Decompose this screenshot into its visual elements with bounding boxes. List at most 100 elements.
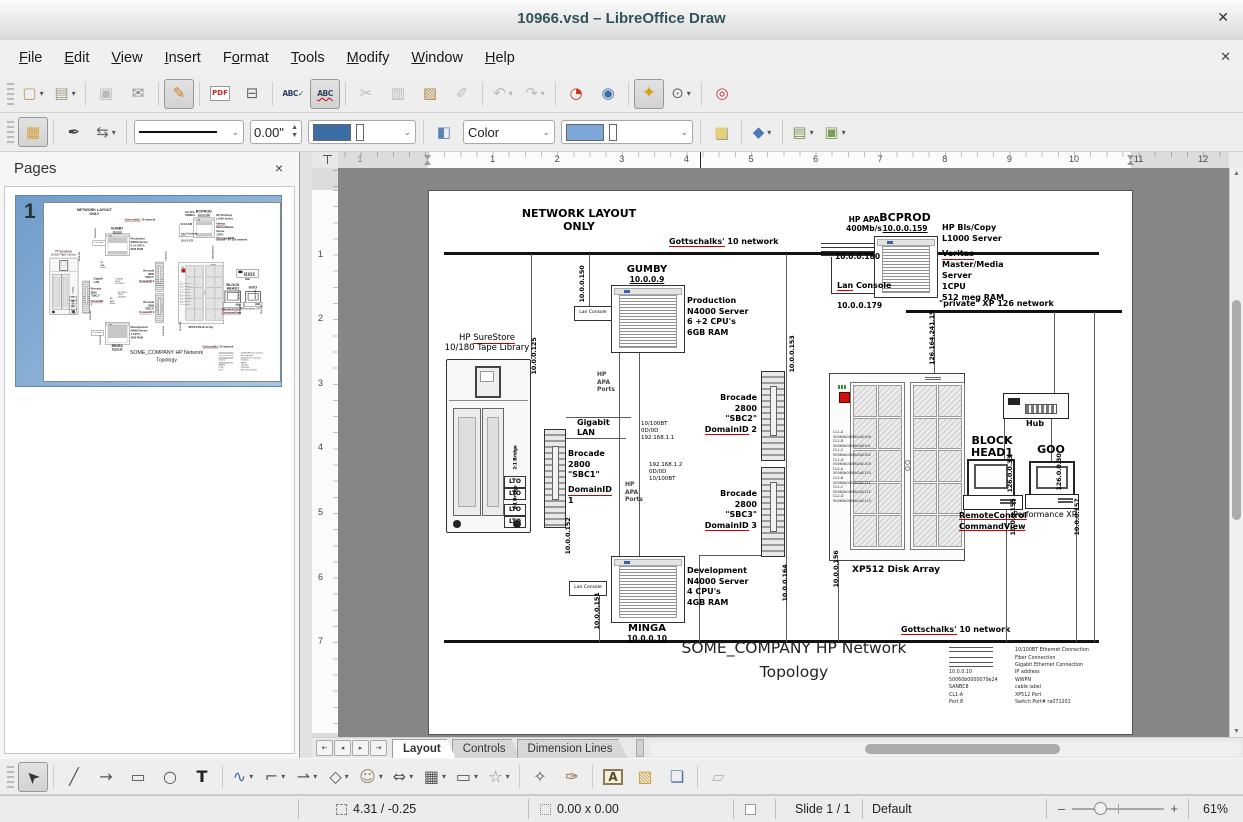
xp512-label[interactable]: XP512 Disk Array: [852, 565, 940, 575]
menu-help[interactable]: Help: [484, 49, 515, 66]
gumby-ip[interactable]: 10.0.0.9: [629, 275, 665, 284]
diagram-subtitle[interactable]: Topology: [759, 663, 829, 681]
menu-view[interactable]: View: [111, 49, 143, 66]
zoom-slider-knob[interactable]: [1094, 802, 1107, 815]
blockhead-sub[interactable]: RemoteControl CommandView: [959, 511, 1027, 531]
zoom-button[interactable]: ⊙▾: [666, 79, 696, 109]
scroll-down-icon[interactable]: ▼: [1233, 728, 1240, 735]
arrow-endings-button[interactable]: ⇆▾: [91, 117, 121, 147]
print-button[interactable]: ⊟: [237, 79, 267, 109]
line-color-select[interactable]: ⌄: [308, 120, 416, 144]
net10-label-top[interactable]: Gottschalks' 10 network: [669, 237, 779, 247]
curve-tool-button[interactable]: ∿▾: [228, 762, 258, 792]
tape-library-shape[interactable]: LTO LTO LTO LTO 2:1 Bridge 2:1 Bridge: [446, 359, 531, 533]
minga-name[interactable]: MINGA: [628, 623, 666, 634]
fill-dialog-button[interactable]: ◧: [429, 117, 459, 147]
line-dialog-button[interactable]: ✒: [59, 117, 89, 147]
blockhead-desktop-shape[interactable]: [963, 495, 1023, 510]
points-tool-button[interactable]: ✧: [525, 762, 555, 792]
sbc1-switch-shape[interactable]: [544, 429, 566, 528]
menu-edit[interactable]: Edit: [64, 49, 90, 66]
gluepoints-tool-button[interactable]: ✑: [557, 762, 587, 792]
gallery-tool-button[interactable]: ❏: [662, 762, 692, 792]
pages-panel-close-icon[interactable]: ×: [274, 160, 283, 176]
gumby-server-shape[interactable]: [611, 285, 685, 353]
vertical-scrollbar[interactable]: ▲ ▼: [1229, 168, 1243, 737]
chevron-down-icon[interactable]: ▾: [841, 127, 846, 137]
ip-label[interactable]: 10.0.0.150: [578, 265, 586, 303]
line-arrow-tool-button[interactable]: →: [91, 762, 121, 792]
goo-sub[interactable]: Performance XP: [1013, 510, 1077, 519]
select-tool-button[interactable]: ➤: [18, 761, 48, 792]
horizontal-scrollbar-thumb[interactable]: [864, 744, 1060, 754]
edit-mode-button[interactable]: ✎: [164, 78, 194, 109]
fill-color-select[interactable]: ⌄: [561, 120, 693, 144]
chevron-down-icon[interactable]: ▾: [686, 89, 691, 98]
chevron-down-icon[interactable]: ▾: [767, 127, 772, 137]
fill-type-select[interactable]: Color ⌄: [463, 120, 555, 144]
chevron-down-icon[interactable]: ▾: [508, 89, 513, 98]
sbc1-label[interactable]: Brocade 2800 "SBC1" DomainID 1: [568, 449, 612, 505]
ip-label[interactable]: 126.164.241.15: [928, 310, 936, 365]
gottschalks-10-network-bus-top[interactable]: [444, 252, 1099, 255]
toolbar-grip[interactable]: [7, 82, 14, 105]
ip-label[interactable]: 10.0.0.157: [1073, 498, 1081, 536]
window-close-icon[interactable]: ✕: [1217, 9, 1229, 25]
export-pdf-button[interactable]: PDF: [205, 79, 235, 109]
toolbar-grip[interactable]: [7, 765, 14, 788]
symbol-shapes-tool-button[interactable]: ☺▾: [356, 762, 386, 792]
page-thumbnail[interactable]: 1 NETWORK LAYOUT ONLY Gottschalks' 10 ne…: [15, 195, 282, 387]
arrange-button[interactable]: ▣▾: [820, 117, 850, 147]
net10-label-bottom[interactable]: Gottschalks' 10 network: [901, 625, 1011, 635]
ip-label[interactable]: 10.0.0.152: [564, 517, 572, 555]
minga-ip[interactable]: 10.0.0.10: [627, 634, 667, 643]
chevron-down-icon[interactable]: ▾: [540, 89, 545, 98]
paste-button[interactable]: ▨: [415, 79, 445, 109]
diagram-title[interactable]: SOME_COMPANY HP Network: [681, 639, 907, 657]
shadow-button[interactable]: ■: [706, 117, 736, 147]
bcprod-description[interactable]: HP Bls/Copy L1000 Server Veritas Master/…: [942, 223, 1005, 302]
bcprod-name[interactable]: BCPROD: [879, 211, 931, 224]
hub-shape[interactable]: [1003, 393, 1069, 419]
gigabit-lan-label[interactable]: Gigabit LAN: [577, 418, 610, 437]
chevron-down-icon[interactable]: ▾: [313, 772, 318, 781]
sbc2-switch-shape[interactable]: [761, 371, 785, 461]
hyperlink-button[interactable]: ◉: [593, 79, 623, 109]
gottschalks-10-network-bus-bottom[interactable]: [444, 640, 1099, 643]
hp-apa-ports-label[interactable]: HP APA Ports: [625, 481, 643, 503]
menu-insert[interactable]: Insert: [164, 49, 201, 66]
gumby-description[interactable]: Production N4000 Server 6 +2 CPU's 6GB R…: [687, 296, 749, 337]
auto-spellcheck-button[interactable]: ABC: [310, 78, 340, 109]
spinner-arrows-icon[interactable]: ▲▼: [291, 124, 298, 139]
chevron-down-icon[interactable]: ▾: [474, 772, 479, 781]
lines-arrows-tool-button[interactable]: ⇀▾: [292, 762, 322, 792]
ip-label[interactable]: 10.0.0.164: [781, 564, 789, 602]
zoom-out-icon[interactable]: –: [1058, 801, 1066, 816]
tabbar-splitter[interactable]: [635, 739, 644, 757]
link2-label[interactable]: 192.168.1.2 0D/0D 10/100BT: [649, 462, 683, 482]
bcprod-apa-label[interactable]: HP APA 400Mb/s: [846, 215, 882, 233]
callouts-tool-button[interactable]: ▭▾: [452, 762, 482, 792]
first-layer-icon[interactable]: ⇤: [316, 740, 333, 756]
previous-layer-icon[interactable]: ◂: [334, 740, 351, 756]
menu-window[interactable]: Window: [411, 49, 463, 66]
chevron-down-icon[interactable]: ▾: [249, 772, 254, 781]
ip-label[interactable]: 10.0.0.155: [1009, 498, 1017, 536]
flowchart-tool-button[interactable]: ▦▾: [420, 762, 450, 792]
last-layer-icon[interactable]: ⇥: [370, 740, 387, 756]
menu-tools[interactable]: Tools: [290, 49, 325, 66]
stars-tool-button[interactable]: ☆▾: [484, 762, 514, 792]
ip-label[interactable]: 126.0.0.33: [1006, 455, 1014, 493]
bcprod-ip3[interactable]: 10.0.0.179: [837, 301, 883, 310]
line-tool-button[interactable]: ╱: [59, 762, 89, 792]
line-width-input[interactable]: 0.00" ▲▼: [250, 120, 302, 144]
chevron-down-icon[interactable]: ▾: [39, 89, 44, 98]
chevron-down-icon[interactable]: ▾: [111, 127, 116, 137]
rotate-button[interactable]: ◆▾: [747, 117, 777, 147]
chevron-down-icon[interactable]: ▾: [442, 772, 447, 781]
blockhead-name[interactable]: BLOCK HEAD1: [970, 434, 1014, 459]
sbc3-switch-shape[interactable]: [761, 467, 785, 557]
private-xp126-network-bus[interactable]: [906, 310, 1122, 313]
